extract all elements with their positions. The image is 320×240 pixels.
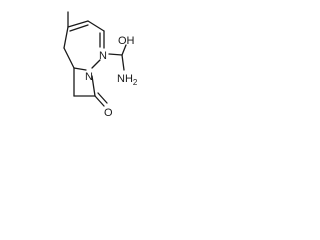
nh2-label: NH2	[117, 73, 138, 87]
n-bottom-label: N	[85, 71, 93, 83]
chemical-structure-diagram: OH N N NH2 O	[63, 11, 138, 119]
oh-label: OH	[118, 35, 135, 47]
ring-bond-c6-n2	[73, 67, 87, 71]
nh2-label-main: NH	[117, 73, 133, 85]
ring-bond-n1-n2	[91, 59, 101, 69]
carbonyl-bond	[94, 95, 105, 107]
ring-bond-c2-c3	[87, 20, 105, 32]
n1-to-carbon-bond	[108, 53, 123, 56]
ring-double-bond-c1-c2	[69, 24, 89, 32]
carbonyl-o-label: O	[104, 107, 113, 119]
lactam-bond-c9-n2	[91, 75, 96, 97]
ring-bond-c1-c2	[67, 20, 89, 28]
nh2-label-subscript: 2	[133, 78, 138, 87]
ring-bond-c1-c7	[63, 26, 69, 49]
n-top-label: N	[99, 50, 107, 62]
carbonyl-double-bond	[97, 92, 108, 104]
c-oh-bond	[121, 44, 127, 56]
ring-bond-c7-c6	[63, 47, 75, 69]
c-nh2-bond	[121, 54, 125, 71]
